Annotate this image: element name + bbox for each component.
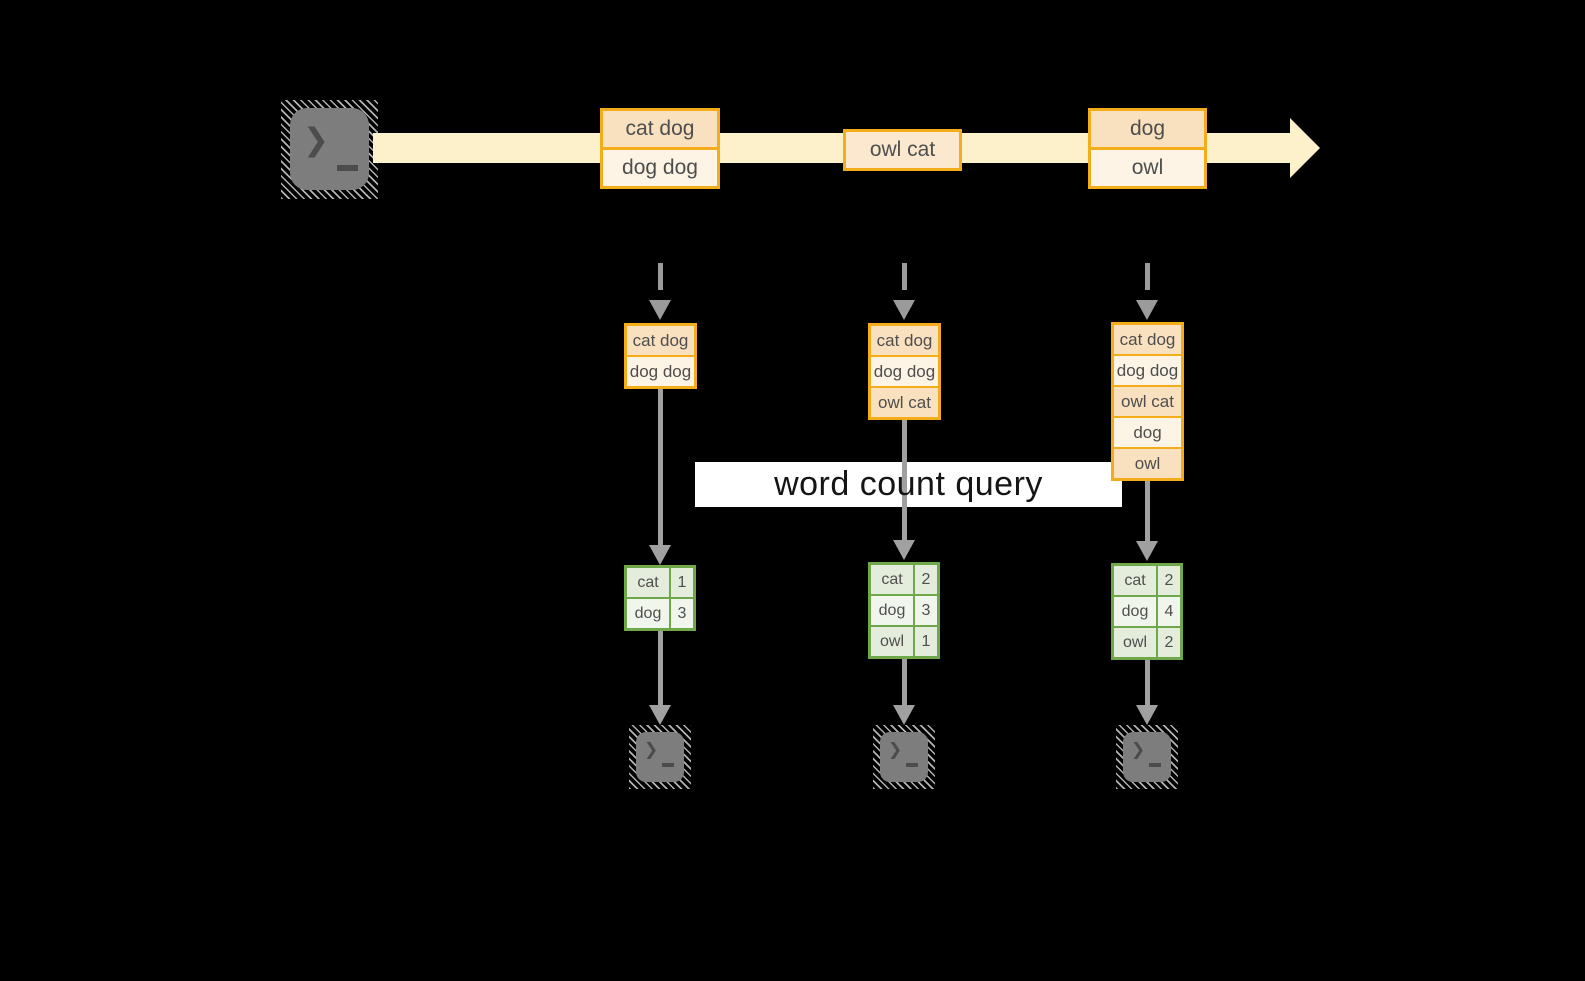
word-cell: owl	[1114, 628, 1156, 657]
connector-line	[902, 659, 907, 705]
terminal-cursor-icon	[662, 763, 674, 767]
buffer-row: cat dog	[627, 326, 694, 355]
terminal-cursor-icon	[906, 763, 918, 767]
buffer-row: owl cat	[871, 388, 938, 417]
word-cell: owl	[871, 627, 913, 656]
arrowhead-icon	[649, 545, 671, 565]
count-cell: 2	[915, 565, 937, 594]
terminal-prompt-icon: ❯	[644, 740, 659, 759]
stream-arrowhead-icon	[1290, 118, 1320, 178]
word-cell: cat	[871, 565, 913, 594]
terminal-screen: ❯	[636, 732, 684, 782]
stream-record-3: dog owl	[1088, 108, 1207, 189]
count-cell: 2	[1158, 566, 1180, 595]
buffer-row: owl cat	[1114, 387, 1181, 416]
arrowhead-icon	[1136, 300, 1158, 320]
count-cell: 3	[915, 596, 937, 625]
buffer-row: cat dog	[871, 326, 938, 355]
count-cell: 4	[1158, 597, 1180, 626]
table-row: dog 3	[627, 599, 693, 628]
connector-line	[1145, 481, 1150, 541]
terminal-prompt-icon: ❯	[1131, 740, 1146, 759]
buffer-row: dog dog	[1114, 356, 1181, 385]
terminal-screen: ❯	[1123, 732, 1171, 782]
count-table-2: cat 2 dog 3 owl 1	[868, 562, 940, 659]
query-label: word count query	[774, 465, 1043, 503]
record-row: cat dog	[603, 111, 717, 147]
terminal-screen: ❯	[290, 108, 369, 190]
buffer-row: dog	[1114, 418, 1181, 447]
query-band	[695, 462, 1122, 507]
dashed-arrow-line	[658, 263, 663, 290]
record-buffer-3: cat dog dog dog owl cat dog owl	[1111, 322, 1184, 481]
arrowhead-icon	[649, 300, 671, 320]
word-cell: cat	[627, 568, 669, 597]
table-row: owl 1	[871, 627, 937, 656]
connector-line	[658, 631, 663, 705]
terminal-prompt-icon: ❯	[888, 740, 903, 759]
consumer-terminal-icon-1: ❯	[629, 725, 691, 789]
arrowhead-icon	[893, 705, 915, 725]
word-cell: cat	[1114, 566, 1156, 595]
buffer-row: dog dog	[627, 357, 694, 386]
stream-record-1: cat dog dog dog	[600, 108, 720, 189]
table-row: cat 2	[1114, 566, 1180, 595]
count-cell: 3	[671, 599, 693, 628]
buffer-row: cat dog	[1114, 325, 1181, 354]
terminal-prompt-icon: ❯	[303, 122, 329, 157]
arrowhead-icon	[893, 300, 915, 320]
word-cell: dog	[627, 599, 669, 628]
producer-terminal-icon: ❯	[281, 100, 378, 199]
count-cell: 1	[671, 568, 693, 597]
arrowhead-icon	[893, 540, 915, 560]
table-row: dog 4	[1114, 597, 1180, 626]
count-table-3: cat 2 dog 4 owl 2	[1111, 563, 1183, 660]
table-row: owl 2	[1114, 628, 1180, 657]
arrowhead-icon	[1136, 705, 1158, 725]
buffer-row: dog dog	[871, 357, 938, 386]
connector-line	[1145, 660, 1150, 705]
count-cell: 2	[1158, 628, 1180, 657]
count-table-1: cat 1 dog 3	[624, 565, 696, 631]
table-row: dog 3	[871, 596, 937, 625]
stream-record-2: owl cat	[843, 129, 962, 171]
arrowhead-icon	[649, 705, 671, 725]
table-row: cat 1	[627, 568, 693, 597]
dashed-arrow-line	[1145, 263, 1150, 290]
connector-line	[902, 420, 907, 540]
record-row: owl	[1091, 150, 1204, 186]
dashed-arrow-line	[902, 263, 907, 290]
word-cell: dog	[871, 596, 913, 625]
consumer-terminal-icon-3: ❯	[1116, 725, 1178, 789]
record-buffer-2: cat dog dog dog owl cat	[868, 323, 941, 420]
terminal-screen: ❯	[880, 732, 928, 782]
terminal-cursor-icon	[1149, 763, 1161, 767]
terminal-cursor-icon	[337, 165, 358, 171]
buffer-row: owl	[1114, 449, 1181, 478]
arrowhead-icon	[1136, 541, 1158, 561]
table-row: cat 2	[871, 565, 937, 594]
word-cell: dog	[1114, 597, 1156, 626]
record-row: dog dog	[603, 150, 717, 186]
record-buffer-1: cat dog dog dog	[624, 323, 697, 389]
consumer-terminal-icon-2: ❯	[873, 725, 935, 789]
connector-line	[658, 389, 663, 545]
count-cell: 1	[915, 627, 937, 656]
record-row: owl cat	[846, 132, 959, 168]
record-row: dog	[1091, 111, 1204, 147]
